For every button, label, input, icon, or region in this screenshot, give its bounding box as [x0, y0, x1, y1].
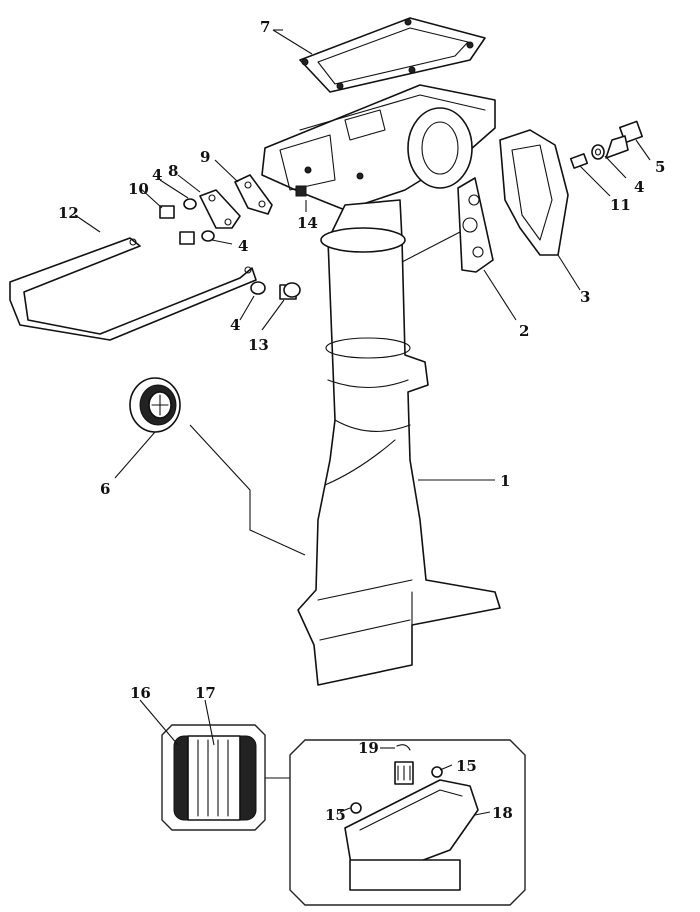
- bolt-part-10: [159, 198, 215, 245]
- callout-4-middle-left: 4: [238, 237, 248, 255]
- callout-12: 12: [58, 204, 79, 222]
- leader-lines: [74, 29, 651, 556]
- pin-part-11: [569, 153, 589, 169]
- plate-part-8: [199, 189, 241, 229]
- callout-19: 19: [358, 739, 379, 757]
- callout-4-upper-left: 4: [152, 166, 162, 184]
- callout-6: 6: [100, 480, 110, 498]
- bolt-part-13: [250, 281, 301, 300]
- gasket-part-7: [299, 17, 486, 93]
- callout-1: 1: [500, 472, 510, 490]
- callout-10: 10: [128, 180, 149, 198]
- callout-8: 8: [168, 162, 178, 180]
- callout-5: 5: [655, 158, 665, 176]
- callout-11: 11: [610, 196, 631, 214]
- bracket-part-9: [234, 174, 273, 215]
- callout-17: 17: [195, 684, 216, 702]
- callout-18: 18: [492, 804, 513, 822]
- callout-9: 9: [200, 148, 210, 166]
- callout-4-lower-left: 4: [230, 316, 240, 334]
- cover-part-3: [499, 129, 569, 256]
- callout-15-lower: 15: [325, 806, 346, 824]
- upper-mount-housing: [261, 84, 496, 211]
- inset-anode-detail: [289, 739, 526, 906]
- callout-3: 3: [580, 288, 590, 306]
- handle-part-12: [9, 237, 257, 341]
- inset-bushing-detail: [139, 699, 392, 831]
- callout-2: 2: [519, 322, 529, 340]
- callout-15-upper: 15: [456, 757, 477, 775]
- shaft-housing-part-1: [297, 199, 501, 686]
- plate-part-2: [457, 177, 494, 273]
- bolt-part-14: [295, 185, 307, 197]
- callout-13: 13: [248, 336, 269, 354]
- callout-16: 16: [130, 684, 151, 702]
- callout-14: 14: [297, 214, 318, 232]
- callout-labels: 1 2 3 4 4 4 4 5 6 7 8 9 10 11 12 13 14 1…: [58, 18, 665, 824]
- callout-7: 7: [260, 18, 270, 36]
- grommet-part-6: [129, 377, 181, 433]
- washer-part-4-right: [591, 144, 605, 160]
- bolt-part-5: [605, 120, 643, 159]
- callout-4-right: 4: [634, 178, 644, 196]
